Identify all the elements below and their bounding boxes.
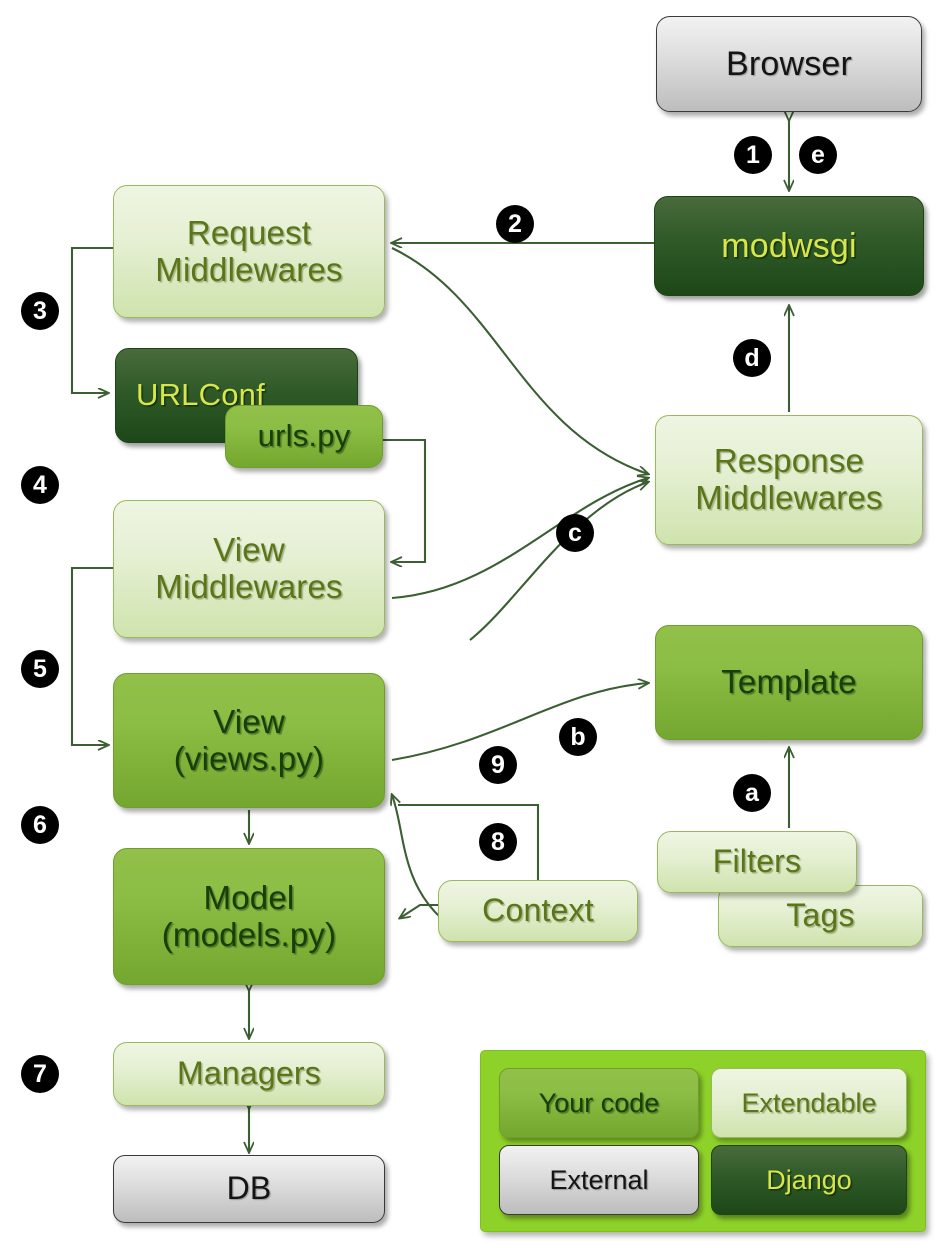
node-context[interactable]: Context [438, 880, 638, 942]
step-badge-7: 7 [21, 1055, 59, 1093]
step-badge-9: 9 [479, 746, 517, 784]
step-badge-b: b [559, 718, 597, 756]
node-modwsgi[interactable]: modwsgi [654, 196, 924, 296]
step-badge-2: 2 [496, 205, 534, 243]
node-view-middlewares[interactable]: View Middlewares [113, 500, 385, 638]
node-request-middlewares[interactable]: Request Middlewares [113, 185, 385, 318]
step-badge-d: d [733, 339, 771, 377]
step-badge-c: c [556, 514, 594, 552]
step-badge-8: 8 [479, 823, 517, 861]
node-response-middlewares[interactable]: Response Middlewares [655, 415, 923, 545]
node-model[interactable]: Model (models.py) [113, 848, 385, 985]
step-badge-5: 5 [21, 650, 59, 688]
node-filters[interactable]: Filters [657, 831, 857, 893]
step-badge-3: 3 [21, 292, 59, 330]
legend-your-code: Your code [499, 1068, 699, 1138]
legend-django: Django [711, 1145, 907, 1215]
node-db[interactable]: DB [113, 1155, 385, 1223]
step-badge-1: 1 [734, 136, 772, 174]
node-template[interactable]: Template [655, 625, 923, 740]
node-tags[interactable]: Tags [718, 885, 923, 947]
step-badge-4: 4 [21, 466, 59, 504]
node-browser[interactable]: Browser [656, 16, 922, 112]
step-badge-e: e [799, 136, 837, 174]
legend-extendable: Extendable [711, 1068, 907, 1138]
legend-panel: Your code Extendable External Django [480, 1050, 926, 1232]
node-view[interactable]: View (views.py) [113, 673, 385, 808]
step-badge-a: a [733, 774, 771, 812]
node-urls-py[interactable]: urls.py [225, 405, 383, 468]
legend-external: External [499, 1145, 699, 1215]
node-managers[interactable]: Managers [113, 1042, 385, 1106]
step-badge-6: 6 [21, 806, 59, 844]
